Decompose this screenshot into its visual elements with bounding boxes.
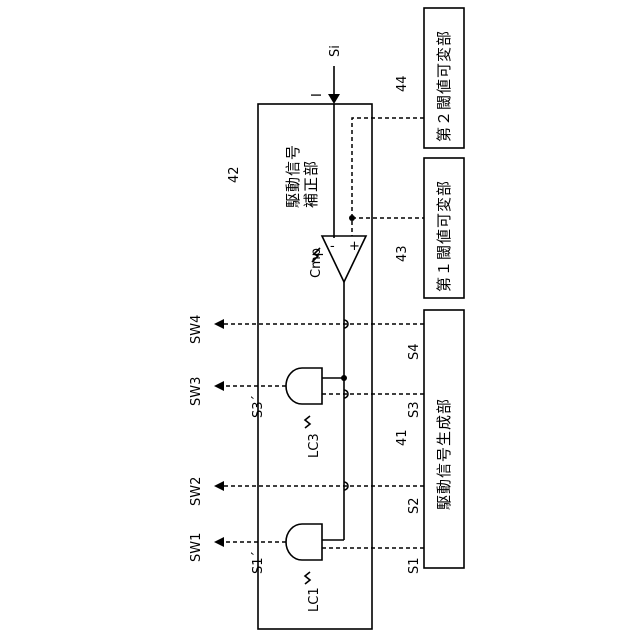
threshold2-unit-ref: 44 (395, 75, 410, 92)
svg-text:駆動信号: 駆動信号 (284, 144, 302, 208)
s3-label: S3 (407, 401, 422, 418)
sw3-label: SW3 (189, 377, 204, 406)
sw4-arrowhead (214, 319, 224, 329)
input-arrowhead (328, 94, 340, 104)
sw3-arrowhead (214, 381, 224, 391)
generation-unit-ref: 41 (395, 429, 410, 446)
generation-unit-label: 駆動信号生成部 (435, 398, 453, 510)
sw2-label: SW2 (189, 477, 204, 506)
comparator-plus: + (349, 239, 360, 254)
input-signal-label: Si (328, 45, 343, 57)
lc1-output-label: S1´ (251, 551, 266, 574)
correction-unit-ref: 42 (227, 166, 242, 183)
s2-label: S2 (407, 497, 422, 514)
sw4-label: SW4 (189, 315, 204, 344)
threshold1-unit-label: 第１閾値可変部 (435, 180, 453, 292)
threshold2-unit-label: 第２閾値可変部 (435, 30, 453, 142)
current-label: I (310, 93, 325, 97)
sw1-arrowhead (214, 537, 224, 547)
sw1-label: SW1 (189, 533, 204, 562)
s1-label: S1 (407, 557, 422, 574)
lc3-ref: LC3 (307, 433, 322, 458)
threshold1-unit-ref: 43 (395, 245, 410, 262)
comparator-minus: - (330, 239, 335, 254)
svg-text:補正部: 補正部 (302, 160, 320, 208)
sw2-arrowhead (214, 481, 224, 491)
lc3-output-label: S3´ (251, 395, 266, 418)
s4-label: S4 (407, 343, 422, 360)
lc1-ref: LC1 (307, 587, 322, 612)
